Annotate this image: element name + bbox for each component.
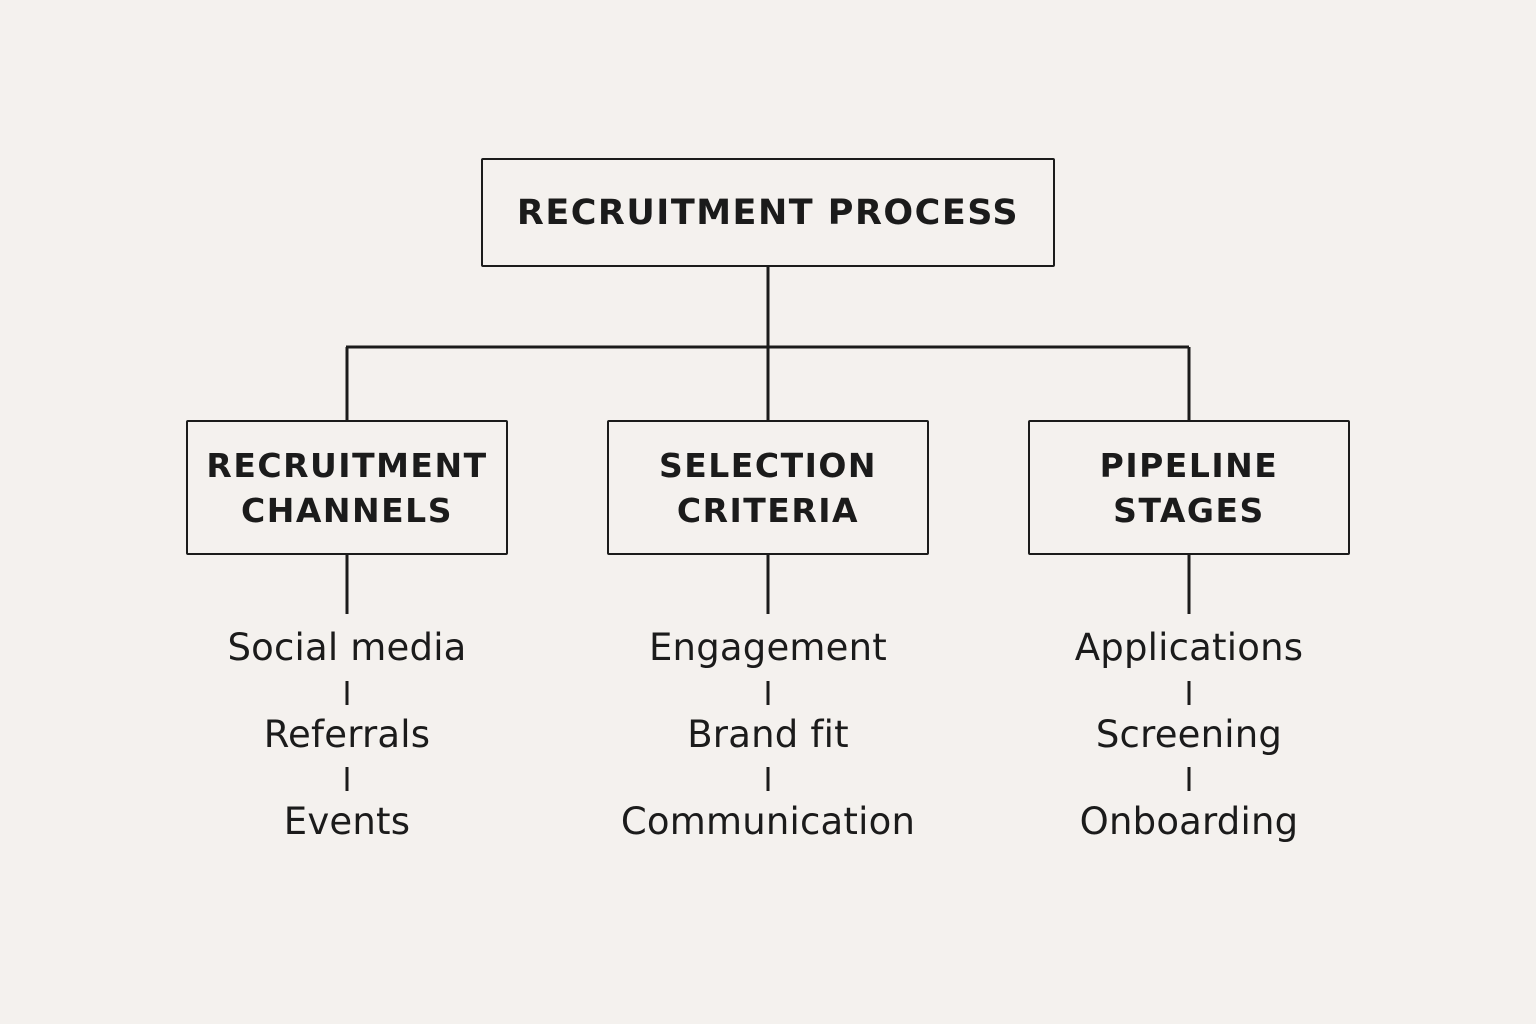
- list-item-engagement: Engagement: [648, 626, 887, 669]
- root-node: RECRUITMENT PROCESS: [481, 158, 1055, 267]
- category-label-line2: CRITERIA: [676, 490, 860, 530]
- category-node-selection-criteria: SELECTION CRITERIA: [607, 420, 929, 555]
- category-node-recruitment-channels: RECRUITMENT CHANNELS: [186, 420, 508, 555]
- list-item-social-media: Social media: [227, 626, 467, 669]
- list-item-onboarding: Onboarding: [1079, 800, 1299, 843]
- category-label-line1: SELECTION: [658, 445, 878, 485]
- category-label-line1: PIPELINE: [1099, 445, 1279, 485]
- list-item-screening: Screening: [1095, 713, 1283, 756]
- category-label-line2: STAGES: [1113, 490, 1265, 530]
- list-item-communication: Communication: [620, 800, 916, 843]
- list-item-brand-fit: Brand fit: [687, 713, 849, 756]
- list-item-events: Events: [283, 800, 411, 843]
- category-node-pipeline-stages: PIPELINE STAGES: [1028, 420, 1350, 555]
- list-item-referrals: Referrals: [263, 713, 431, 756]
- category-label-line2: CHANNELS: [241, 490, 453, 530]
- category-label-line1: RECRUITMENT: [206, 445, 488, 485]
- list-item-applications: Applications: [1074, 626, 1304, 669]
- root-node-label: RECRUITMENT PROCESS: [516, 192, 1020, 233]
